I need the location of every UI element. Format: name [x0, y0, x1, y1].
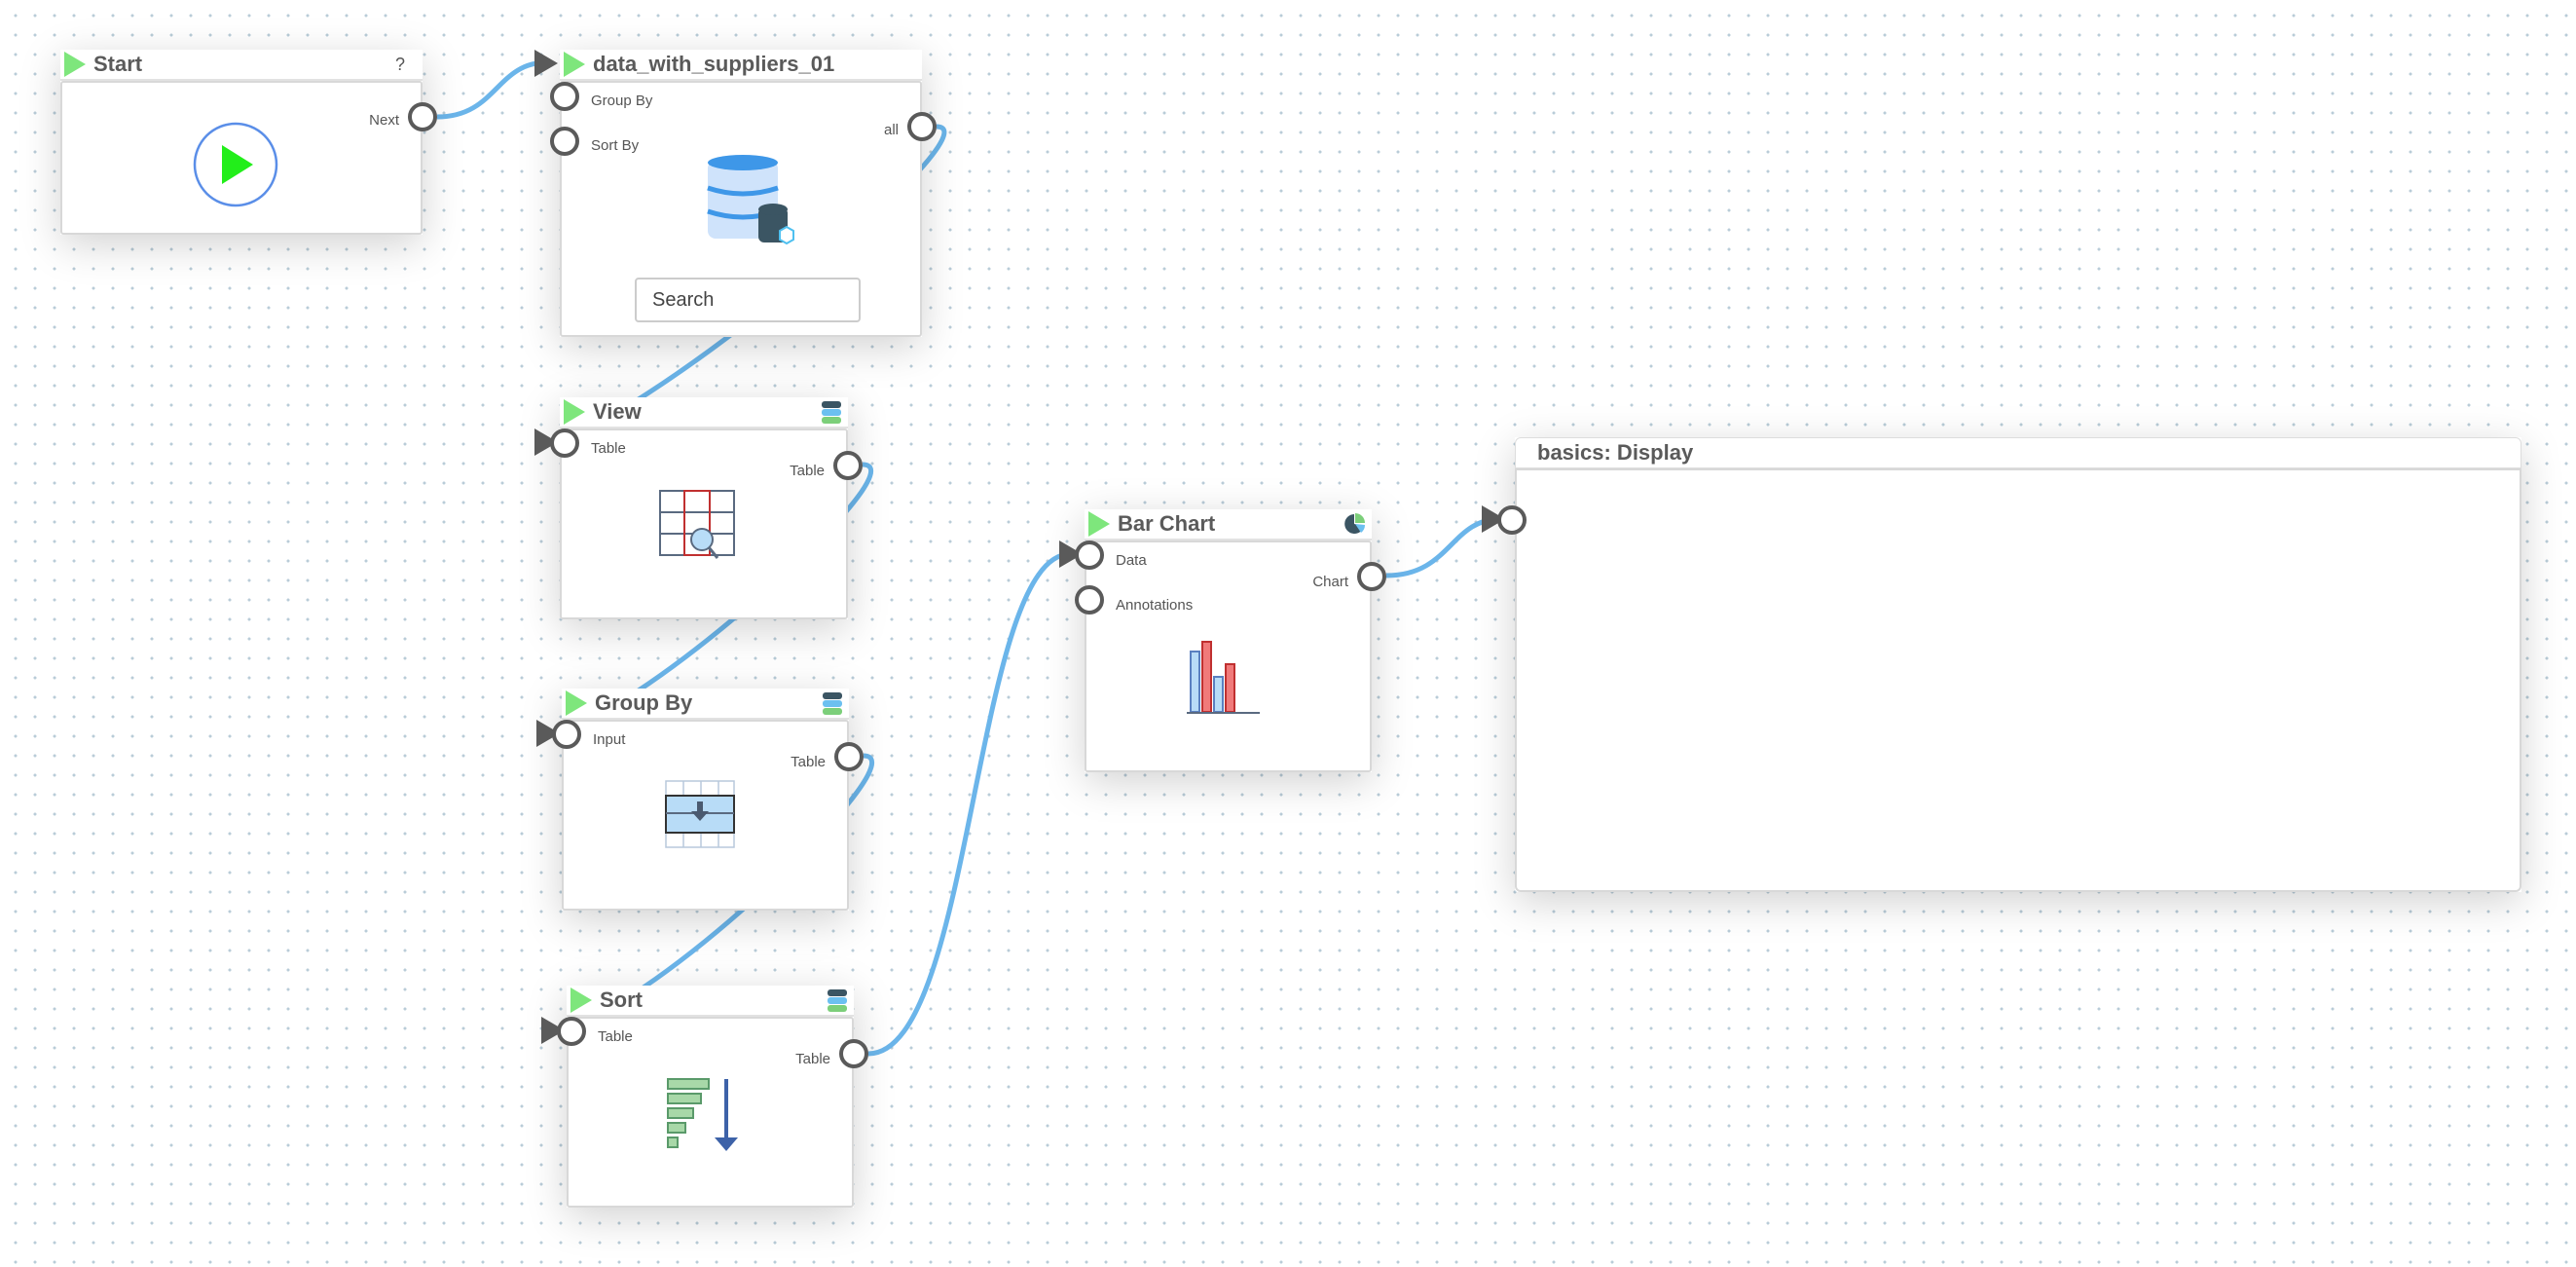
output-port-table[interactable]: [833, 451, 863, 480]
port-label-table-out: Table: [795, 1051, 830, 1067]
node-start[interactable]: Start ? Next: [60, 50, 437, 235]
node-view[interactable]: View Table Table: [534, 397, 863, 619]
port-label-sort-by: Sort By: [591, 137, 640, 154]
search-input[interactable]: Search: [635, 278, 861, 322]
node-header[interactable]: Group By: [562, 689, 849, 720]
display-area: [1515, 468, 2521, 892]
group-by-icon: [665, 780, 735, 848]
input-arrow-icon: [534, 50, 558, 77]
node-header[interactable]: Sort: [567, 986, 854, 1017]
wire-start-data: [436, 59, 548, 120]
node-title: basics: Display: [1537, 440, 1694, 465]
node-group-by[interactable]: Group By Input Table: [536, 689, 864, 911]
port-label-next: Next: [369, 112, 399, 129]
input-port-annotations[interactable]: [1075, 585, 1104, 615]
node-header[interactable]: data_with_suppliers_01: [560, 50, 922, 81]
help-icon[interactable]: ?: [394, 55, 405, 74]
input-port-sort-by[interactable]: [550, 127, 579, 156]
output-port-next[interactable]: [408, 102, 437, 131]
port-label-table-in: Table: [591, 440, 626, 457]
node-header[interactable]: View: [560, 397, 848, 429]
pie-chart-icon: [1344, 513, 1365, 534]
port-label-table-out: Table: [790, 463, 825, 479]
port-label-all: all: [883, 122, 899, 138]
port-label-annotations: Annotations: [1116, 597, 1194, 614]
play-icon[interactable]: [570, 988, 592, 1013]
input-port-display[interactable]: [1497, 505, 1527, 535]
node-header[interactable]: Bar Chart: [1085, 509, 1372, 540]
node-title: Group By: [595, 690, 693, 715]
sort-descending-icon: [667, 1078, 738, 1151]
input-port-table[interactable]: [550, 429, 579, 458]
play-icon[interactable]: [566, 690, 587, 716]
node-header[interactable]: Start ?: [60, 50, 423, 81]
play-icon[interactable]: [564, 52, 585, 77]
node-header[interactable]: basics: Display: [1515, 437, 2521, 468]
play-icon[interactable]: [1088, 511, 1110, 537]
port-label-table-out: Table: [791, 754, 826, 770]
output-port-table[interactable]: [839, 1039, 868, 1068]
wire-sort-barchart: [867, 551, 1071, 1057]
input-port-table[interactable]: [557, 1017, 586, 1046]
port-label-data: Data: [1116, 552, 1147, 569]
node-title: Start: [93, 52, 143, 76]
output-port-chart[interactable]: [1357, 562, 1386, 591]
database-icon: [707, 155, 794, 245]
port-label-group-by: Group By: [591, 93, 653, 109]
table-view-icon: [659, 490, 735, 559]
output-port-table[interactable]: [834, 742, 864, 771]
input-port-group-by[interactable]: [550, 82, 579, 111]
node-title: Sort: [600, 988, 643, 1012]
node-display[interactable]: basics: Display: [1482, 437, 2521, 892]
node-title: View: [593, 399, 642, 424]
database-stack-icon: [822, 401, 841, 424]
node-bar-chart[interactable]: Bar Chart Data Annotations Chart: [1059, 509, 1386, 772]
input-port-input[interactable]: [552, 720, 581, 749]
port-label-chart: Chart: [1312, 574, 1348, 590]
port-label-input: Input: [593, 731, 626, 748]
input-port-data[interactable]: [1075, 540, 1104, 570]
node-sort[interactable]: Sort Table Table: [541, 986, 868, 1208]
bar-chart-icon: [1187, 641, 1260, 714]
node-title: Bar Chart: [1118, 511, 1216, 536]
database-stack-icon: [828, 989, 847, 1012]
play-icon[interactable]: [64, 52, 86, 77]
database-stack-icon: [823, 692, 842, 715]
output-port-all[interactable]: [907, 112, 937, 141]
play-icon[interactable]: [564, 399, 585, 425]
node-title: data_with_suppliers_01: [593, 52, 835, 76]
port-label-table-in: Table: [598, 1028, 633, 1045]
node-data-source[interactable]: data_with_suppliers_01 Group By Sort By …: [534, 50, 937, 337]
run-button-icon[interactable]: [191, 120, 280, 209]
